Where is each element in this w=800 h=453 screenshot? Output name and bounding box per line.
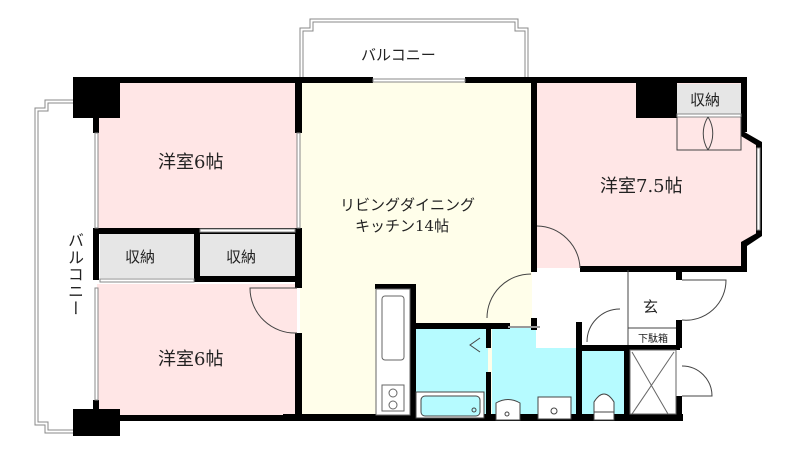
storage-right [677, 84, 741, 114]
entrance-hall [536, 270, 676, 348]
entrance-floor [629, 349, 677, 415]
ldk-label-line1: リビングダイニング [340, 196, 476, 214]
balcony-left-label: バルコニー [65, 232, 84, 317]
bedroom-top-left [97, 82, 297, 230]
ldk-label-line2: キッチン14帖 [355, 217, 450, 235]
balcony-top [299, 18, 529, 78]
storage-left-1-label: 収納 [125, 248, 156, 266]
storage-left-2-label: 収納 [226, 248, 257, 266]
bedroom-bottom-left [97, 284, 297, 420]
toilet-fixture [593, 393, 615, 421]
bedroom-right-label: 洋室7.5帖 [600, 176, 683, 197]
windows [94, 78, 761, 401]
storage-left-2 [200, 234, 296, 276]
washbasin [495, 326, 572, 421]
storage-left-1 [100, 234, 196, 278]
entrance-label: 玄 [643, 298, 659, 316]
balcony-top-label: バルコニー [361, 46, 436, 64]
storage-right-label: 収納 [690, 91, 721, 109]
balcony-left [34, 99, 75, 434]
kitchen-counter [375, 288, 411, 416]
doors [249, 116, 742, 397]
bathtub [415, 337, 485, 419]
shoe-box-label: 下駄箱 [638, 334, 668, 345]
bedroom-right [537, 82, 758, 268]
bedroom-bottom-left-label: 洋室6帖 [158, 349, 224, 370]
bedroom-top-left-label: 洋室6帖 [158, 152, 224, 173]
